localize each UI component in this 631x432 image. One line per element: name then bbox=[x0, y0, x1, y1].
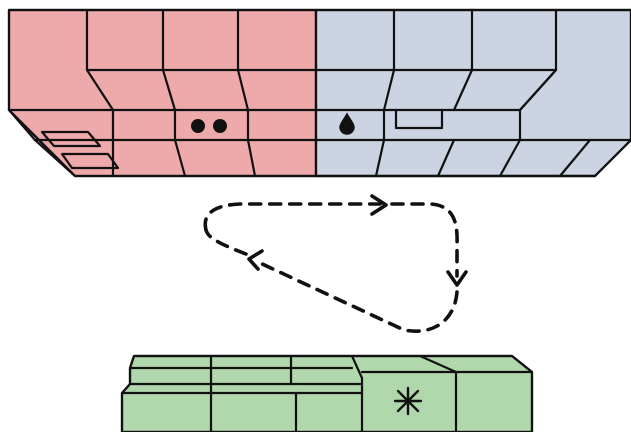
cool-section bbox=[314, 8, 631, 178]
recessed-slot bbox=[394, 108, 444, 130]
cycle-path-left bbox=[204, 228, 248, 256]
warm-section bbox=[7, 8, 318, 178]
cycle-path-top bbox=[203, 202, 382, 232]
vent-slots bbox=[40, 130, 120, 170]
water-drop-icon bbox=[339, 112, 355, 135]
cold-module bbox=[120, 354, 534, 432]
cycle-arrowhead-left bbox=[247, 249, 264, 271]
cycle-arrowhead-right bbox=[370, 194, 388, 216]
cycle-path-bottom bbox=[256, 260, 459, 333]
cycle-path-right bbox=[390, 202, 459, 278]
top-module bbox=[7, 8, 631, 178]
dashed-cycle-arrows-icon bbox=[203, 194, 468, 333]
two-dots-icon bbox=[191, 119, 227, 133]
cycle-arrowhead-down bbox=[446, 270, 468, 287]
snowflake-icon bbox=[393, 386, 423, 416]
cool-section-fill bbox=[314, 8, 631, 178]
